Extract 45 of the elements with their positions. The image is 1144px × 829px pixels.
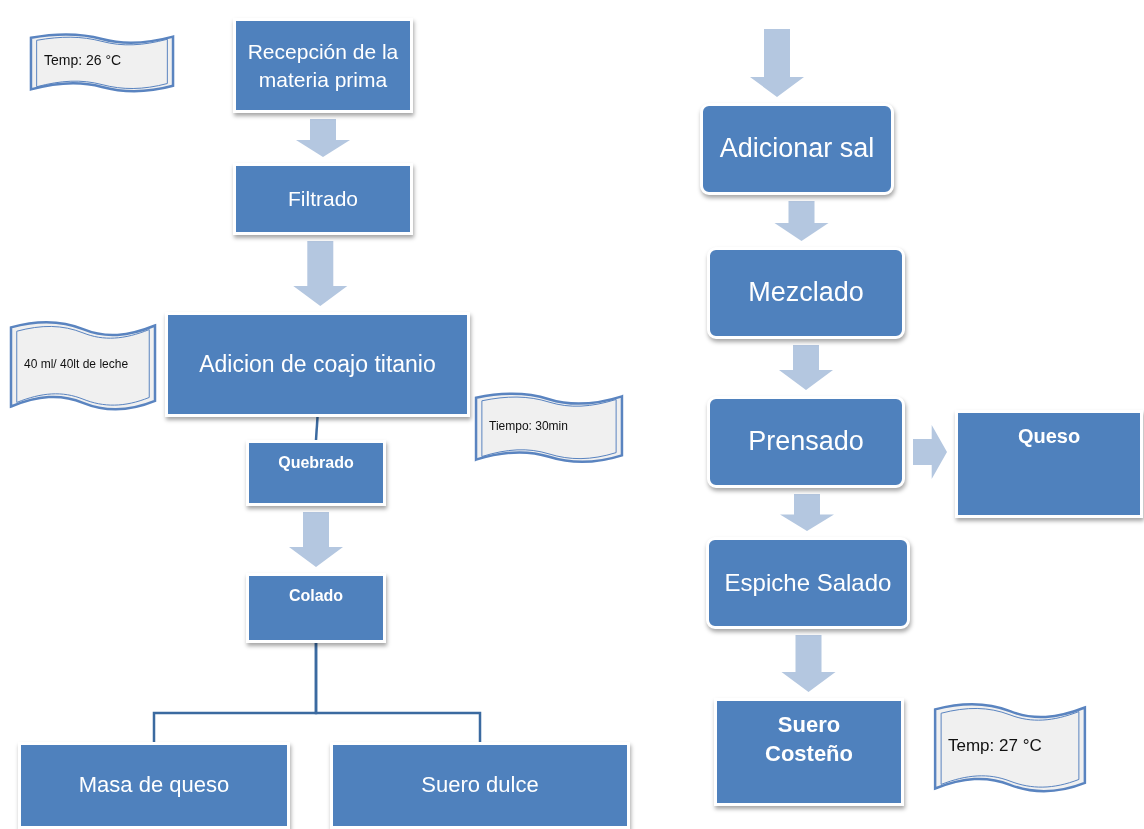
block-arrow bbox=[781, 635, 836, 692]
block-arrow bbox=[296, 119, 350, 157]
process-box bbox=[707, 396, 905, 488]
block-arrow bbox=[750, 29, 804, 97]
step-label: Mezclado bbox=[748, 276, 864, 310]
process-box bbox=[233, 18, 413, 113]
step-label: Suero Costeño bbox=[764, 711, 854, 768]
note-text: Tiempo: 30min bbox=[489, 417, 568, 435]
process-box bbox=[330, 742, 630, 829]
step-label: Colado bbox=[288, 586, 344, 606]
wave-banner bbox=[28, 33, 176, 93]
note-text: Temp: 26 °C bbox=[44, 51, 122, 71]
note-text: 40 ml/ 40lt de leche bbox=[24, 355, 129, 373]
step-label: Quebrado bbox=[278, 453, 354, 473]
connector-line bbox=[314, 416, 319, 441]
step-label: Espiche Salado bbox=[724, 568, 892, 599]
process-box bbox=[246, 440, 386, 506]
block-arrow bbox=[780, 494, 834, 531]
step-label: Suero dulce bbox=[421, 771, 539, 800]
block-arrow bbox=[289, 512, 343, 567]
wave-banner bbox=[473, 392, 625, 464]
block-arrow bbox=[913, 425, 947, 479]
block-arrow bbox=[293, 241, 348, 306]
process-box bbox=[700, 103, 894, 195]
step-label: Prensado bbox=[748, 425, 864, 459]
step-label: Recepción de la materia prima bbox=[246, 39, 400, 93]
block-arrow bbox=[779, 345, 833, 390]
connector-line bbox=[314, 643, 482, 742]
step-label: Masa de queso bbox=[78, 771, 230, 800]
process-box bbox=[165, 312, 470, 417]
process-box bbox=[707, 247, 905, 339]
process-box bbox=[18, 742, 290, 829]
wave-banner bbox=[8, 320, 158, 412]
step-label: Filtrado bbox=[288, 186, 358, 213]
step-label: Adicion de coajo titanio bbox=[199, 349, 436, 379]
process-box bbox=[706, 537, 910, 629]
process-box bbox=[246, 573, 386, 643]
process-box bbox=[233, 163, 413, 235]
wave-banner bbox=[932, 702, 1088, 794]
step-label: Adicionar sal bbox=[719, 132, 875, 166]
note-text: Temp: 27 °C bbox=[948, 735, 1042, 758]
process-box bbox=[714, 698, 904, 806]
process-box bbox=[955, 410, 1143, 518]
step-label: Queso bbox=[1017, 424, 1081, 449]
block-arrow bbox=[774, 201, 829, 241]
